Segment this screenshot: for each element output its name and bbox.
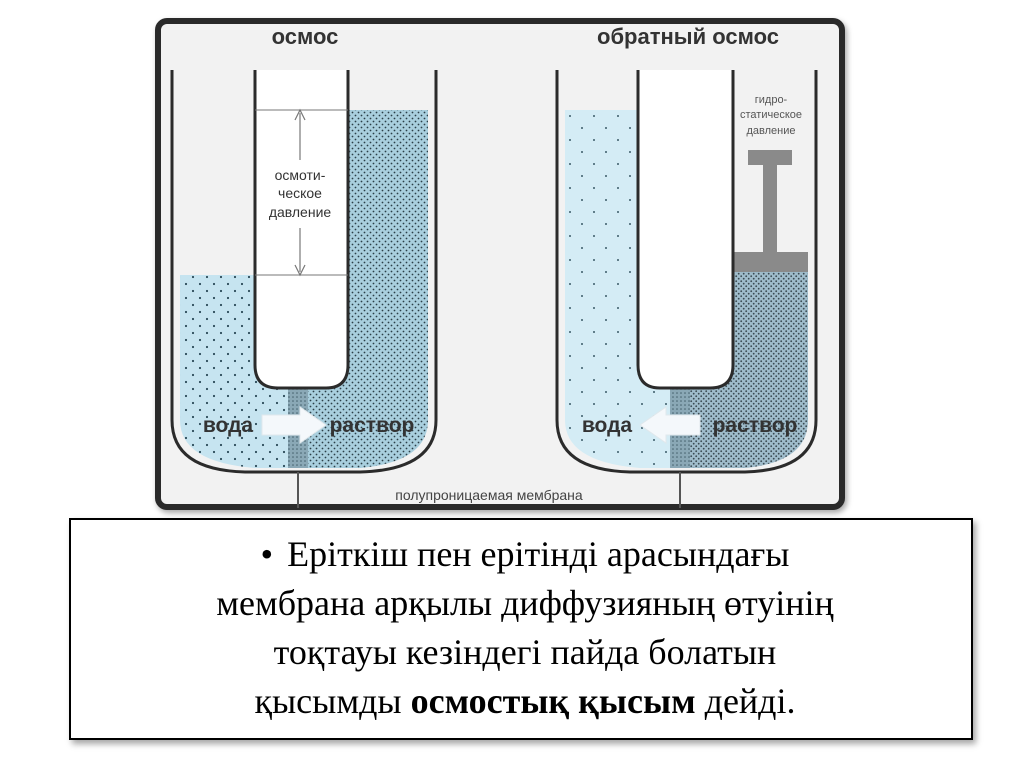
osmotic-pressure-line1: осмоти- [275,167,326,183]
bullet-icon: • [260,534,274,574]
left-arrow-right [261,406,327,444]
left-title: осмос [272,24,339,49]
right-u-tube [555,70,818,508]
left-water-label: вода [203,414,254,437]
left-tube-outer [170,70,438,474]
right-water-fill [565,110,670,468]
right-water-label: вода [582,414,633,437]
caption-box [69,518,973,740]
caption-line-4: қысымды осмостық қысым дейді. [254,681,796,721]
hydrostatic-pressure-line1: гидро- [755,94,788,106]
membrane-label: полупроницаемая мембрана [395,487,583,503]
osmotic-pressure-line3: давление [269,204,332,220]
piston-handle [748,150,792,165]
hydrostatic-pressure-line3: давление [746,125,795,137]
caption-line-3: тоқтауы кезіндегі пайда болатын [273,632,777,672]
right-tube-outer [555,70,818,474]
left-u-tube [170,70,438,508]
right-arrow-left [639,406,701,444]
right-solution-fill [690,272,808,468]
left-water-fill [180,275,288,468]
caption-line-2: мембрана арқылы диффузияның өтуінің [216,583,834,623]
osmotic-pressure-term: осмостық қысым [410,681,696,721]
osmotic-pressure-line2: ческое [278,185,322,201]
caption-text: •Еріткіш пен ерітінді арасындағы мембран… [95,530,955,726]
left-solution-fill [308,110,428,468]
piston-plate [733,252,808,272]
right-title: обратный осмос [597,24,779,49]
hydrostatic-pressure-line2: статическое [740,109,802,121]
right-solution-label: раствор [713,414,798,437]
piston-rod [763,165,777,252]
left-solution-label: раствор [330,414,415,437]
caption-line-1: •Еріткіш пен ерітінді арасындағы [260,534,790,574]
